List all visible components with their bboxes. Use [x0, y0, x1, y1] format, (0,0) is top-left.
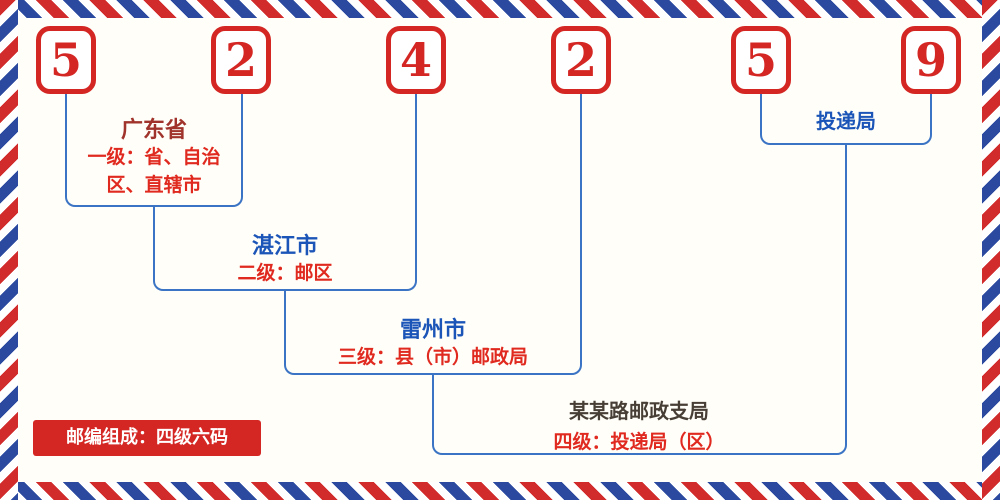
postal-digit-box-5: 5 — [731, 26, 791, 94]
postal-digit-box-3: 4 — [386, 26, 446, 94]
delivery-office-label: 投递局 — [816, 109, 876, 133]
bracket-level1 — [65, 94, 243, 207]
footer-composition-note: 邮编组成：四级六码 — [33, 420, 261, 456]
postal-digit-5: 5 — [744, 33, 777, 87]
postal-digit-3: 4 — [399, 33, 432, 87]
postal-digit-box-6: 9 — [901, 26, 961, 94]
level2-description: 二级：邮区 — [237, 262, 333, 284]
bracket-level2 — [153, 207, 417, 291]
level3-description: 三级：县（市）邮政局 — [337, 346, 529, 368]
level3-region-label: 雷州市 — [399, 318, 467, 343]
bracket-delivery-office — [760, 94, 932, 145]
airmail-border-left — [0, 0, 18, 500]
airmail-border-right — [982, 0, 1000, 500]
bracket-level3 — [284, 291, 582, 375]
level4-region-label: 某某路邮政支局 — [569, 399, 709, 423]
level1-region-label: 广东省 — [120, 118, 188, 143]
airmail-border-bottom — [0, 482, 1000, 500]
connector-line-level4 — [845, 145, 847, 375]
postal-digit-2: 2 — [224, 33, 257, 87]
postal-digit-1: 5 — [49, 33, 82, 87]
level4-description: 四级：投递局（区） — [553, 431, 725, 453]
level1-description: 一级：省、自治区、直辖市 — [87, 146, 221, 196]
postal-digit-box-4: 2 — [551, 26, 611, 94]
postal-digit-box-1: 5 — [36, 26, 96, 94]
postal-digit-box-2: 2 — [211, 26, 271, 94]
level2-region-label: 湛江市 — [251, 234, 319, 259]
connector-line-digit4 — [580, 94, 582, 291]
postal-digit-6: 9 — [914, 33, 947, 87]
bracket-level4 — [432, 375, 847, 455]
postal-digit-4: 2 — [564, 33, 597, 87]
connector-line-digit3 — [415, 94, 417, 207]
airmail-border-top — [0, 0, 1000, 18]
